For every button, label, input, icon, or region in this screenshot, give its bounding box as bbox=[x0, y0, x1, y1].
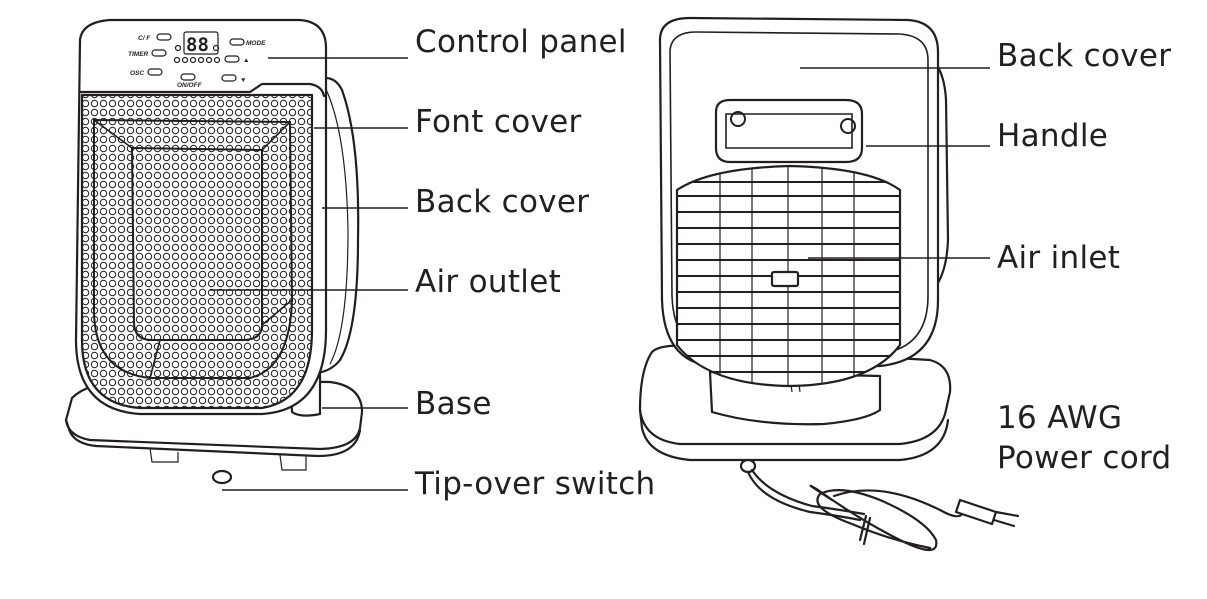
label-back-cover-right: Back cover bbox=[997, 38, 1171, 74]
mode-button-label: MODE bbox=[246, 40, 266, 47]
ctf-button-label: C/ F bbox=[138, 35, 151, 42]
label-air-inlet: Air inlet bbox=[997, 240, 1120, 276]
label-control-panel: Control panel bbox=[415, 24, 627, 60]
label-tip-over-switch: Tip-over switch bbox=[414, 466, 655, 502]
label-air-outlet: Air outlet bbox=[415, 264, 561, 300]
label-power-cord-line2: Power cord bbox=[997, 440, 1171, 476]
label-handle: Handle bbox=[997, 118, 1108, 154]
timer-button-label: TIMER bbox=[128, 51, 149, 58]
right-leader-lines bbox=[800, 67, 990, 259]
on-off-button-label: ON/OFF bbox=[177, 82, 203, 89]
indicator-lights bbox=[173, 44, 221, 64]
down-arrow-icon: ▼ bbox=[240, 77, 246, 84]
label-base: Base bbox=[415, 386, 492, 422]
temperature-display: 88 bbox=[186, 34, 209, 56]
left-leader-lines bbox=[210, 57, 408, 491]
label-back-cover-left: Back cover bbox=[415, 184, 589, 220]
rear-heater-illustration bbox=[638, 16, 1020, 552]
power-cord-illustration bbox=[739, 458, 1020, 552]
up-arrow-icon: ▲ bbox=[243, 57, 249, 64]
label-power-cord-line1: 16 AWG bbox=[997, 400, 1122, 436]
label-font-cover: Font cover bbox=[415, 104, 582, 140]
front-heater-illustration: C/ F TIMER OSC ON/OFF MODE ▲ ▼ 88 bbox=[64, 18, 364, 485]
osc-button-label: OSC bbox=[130, 70, 144, 77]
